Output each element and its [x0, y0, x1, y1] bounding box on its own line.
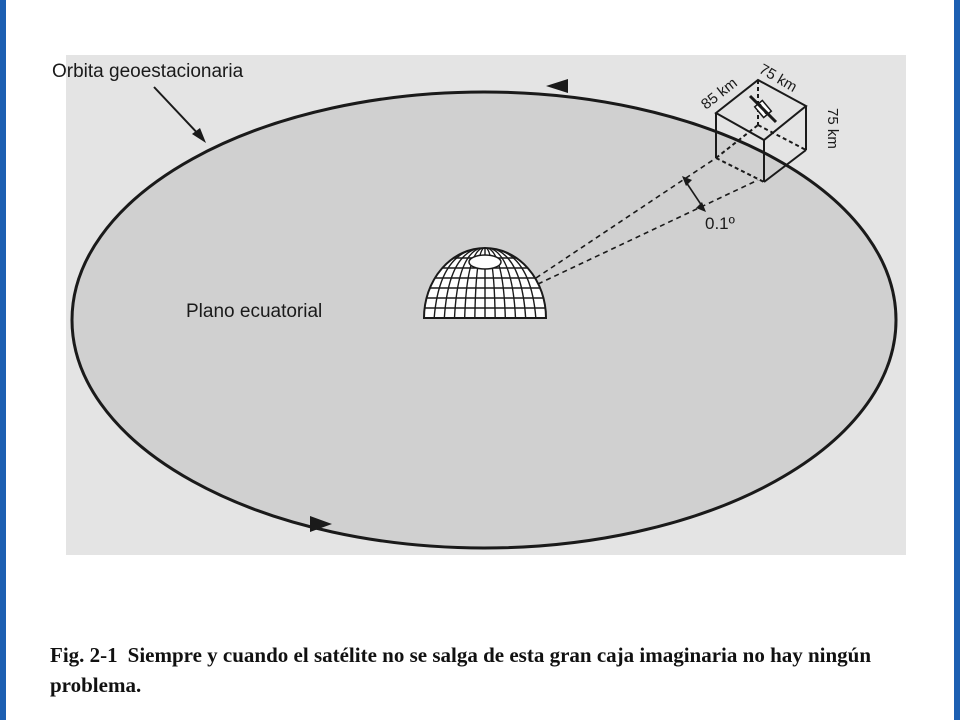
box-bottom-edge: [715, 157, 765, 183]
angle-arrowhead-icon: [696, 202, 706, 212]
imaginary-box: [714, 78, 808, 183]
box-hidden-edge: [715, 124, 759, 159]
satellite-icon: [748, 94, 778, 124]
plane-label: Plano ecuatorial: [186, 301, 322, 322]
pointer-arrowhead-icon: [192, 128, 206, 143]
earth-hemisphere-icon: [422, 247, 548, 319]
figure-panel: Orbita geoestacionaria Plano ecuatorial …: [6, 0, 954, 600]
orbit-arrow-bottom-icon: [310, 516, 332, 532]
equatorial-plane: [70, 90, 898, 550]
angle-indicator: [685, 181, 703, 207]
caption-text: Siempre y cuando el satélite no se salga…: [50, 643, 872, 697]
frame-right-border: [954, 0, 960, 720]
orbit-arrow-top-icon: [546, 79, 568, 93]
angle-arrowhead-icon: [682, 176, 692, 186]
sight-line-lower: [537, 179, 759, 285]
angle-label: 0.1º: [705, 214, 735, 233]
orbit-label-pointer: [153, 86, 203, 139]
orbit-diagram: Orbita geoestacionaria Plano ecuatorial …: [52, 55, 906, 555]
frame-left-border: [0, 0, 6, 720]
orbit-label: Orbita geoestacionaria: [52, 61, 244, 82]
box-hidden-edge: [757, 124, 807, 151]
figure-number: Fig. 2-1: [50, 643, 118, 667]
box-edge: [763, 149, 807, 183]
box-dim-height: 75 km: [824, 108, 841, 149]
